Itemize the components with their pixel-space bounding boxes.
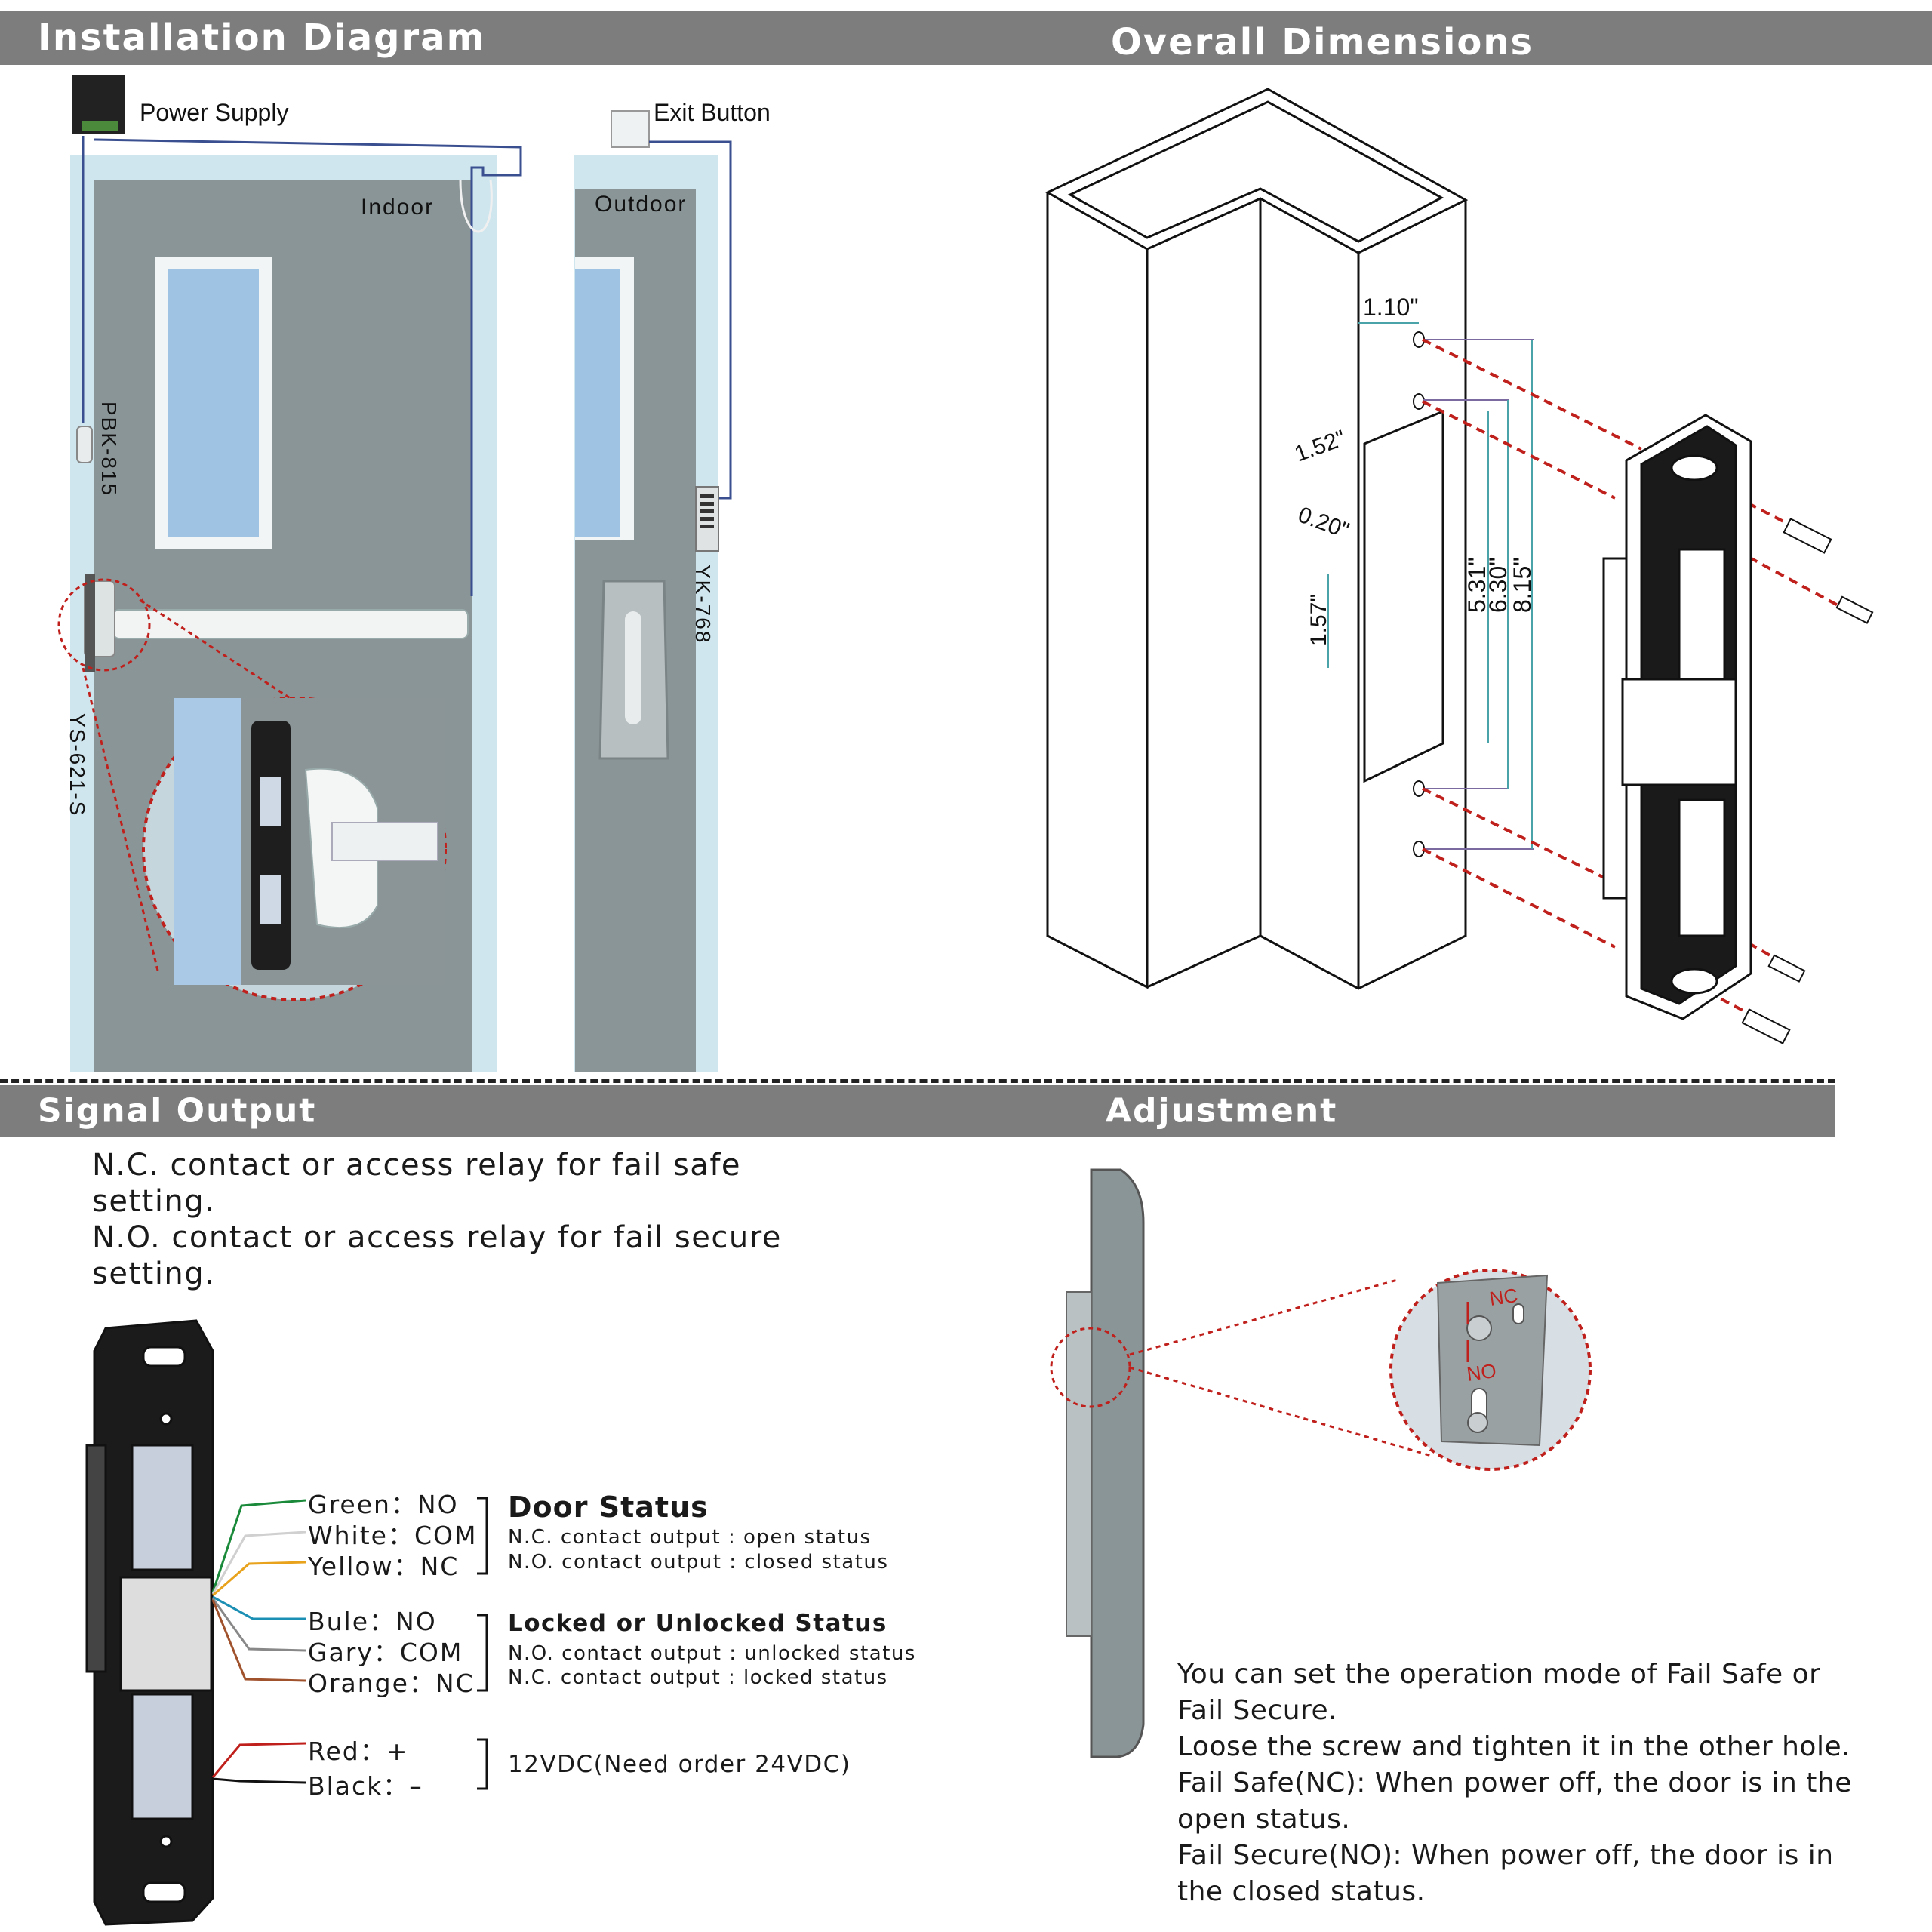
power-bracket: [477, 1738, 488, 1790]
strike-keeper: [1621, 678, 1737, 786]
door-status-title: Door Status: [508, 1491, 709, 1524]
door-status-bracket: [477, 1497, 488, 1575]
screw-icon: [1767, 954, 1806, 983]
wire-orange-label: Orange：NC: [308, 1669, 475, 1698]
indoor-label: Indoor: [361, 195, 434, 220]
screw-lower-icon: [1467, 1412, 1488, 1433]
power-supply-label: Power Supply: [140, 99, 288, 126]
signal-output-title: Signal Output: [38, 1091, 317, 1131]
header-bar-top: Installation Diagram Overall Dimensions: [0, 11, 1932, 65]
header-bar-bottom: Signal Output Adjustment: [0, 1085, 1835, 1137]
strike-keeper-front: [119, 1576, 213, 1692]
dim-8-15: 8.15": [1509, 557, 1536, 613]
screw-icon: [1835, 595, 1874, 624]
adjustment-strike-side: [1090, 1168, 1145, 1758]
no-label: NO: [1466, 1359, 1498, 1386]
wire-green-label: Green：NO: [308, 1490, 459, 1519]
lock-status-bracket: [477, 1614, 488, 1692]
outdoor-handle-grip: [625, 611, 641, 724]
dim-1-10: 1.10": [1363, 294, 1419, 321]
door-status-line-1: N.C. contact output : open status: [508, 1526, 872, 1549]
lock-status-line-1: N.O. contact output : unlocked status: [508, 1642, 916, 1665]
outdoor-window-glass: [575, 269, 620, 537]
exit-button-label: Exit Button: [654, 99, 771, 126]
pbk-815-device: [76, 426, 93, 463]
strike-lower-panel: [131, 1693, 194, 1820]
yk-768-label: YK-768: [691, 565, 715, 644]
indoor-window-glass: [168, 269, 259, 537]
strike-on-frame: [85, 574, 95, 672]
nc-label: NC: [1488, 1284, 1519, 1310]
signal-wiring-diagram: [85, 1319, 488, 1926]
adjustment-note: You can set the operation mode of Fail S…: [1177, 1659, 1852, 1907]
wire-gray-label: Gary：COM: [308, 1638, 463, 1667]
wire-power-to-bar: [94, 138, 522, 596]
strike-cutout: [1363, 409, 1444, 783]
lock-status-line-2: N.C. contact output : locked status: [508, 1666, 888, 1689]
screw-icon: [1741, 1008, 1791, 1044]
pbk-815-label: PBK-815: [97, 401, 121, 497]
wire-yellow-label: Yellow：NC: [308, 1552, 460, 1581]
section-divider: [0, 1079, 1835, 1083]
adjustment-faceplate: [1066, 1291, 1092, 1637]
power-label: 12VDC(Need order 24VDC): [508, 1751, 851, 1778]
wire-black-label: Black：–: [308, 1771, 423, 1801]
overall-dimensions-title: Overall Dimensions: [1111, 20, 1534, 63]
lock-status-title: Locked or Unlocked Status: [508, 1610, 888, 1637]
dimensions-diagram: 1.10" 1.52" 0.20" 1.57" 5.31" 6.30" 8.15…: [1044, 88, 1874, 1044]
outdoor-label: Outdoor: [595, 192, 687, 217]
installation-diagram: Power Supply Exit Button Indoor Outdoor …: [57, 75, 771, 1072]
detail-source-circle: [57, 578, 151, 672]
door-loop-cable: [459, 179, 493, 233]
screw-upper-icon: [1466, 1315, 1492, 1341]
exit-button-device: [611, 110, 650, 148]
ys-621-s-label: YS-621-S: [66, 713, 89, 817]
dim-1-57: 1.57": [1306, 594, 1331, 646]
adjustment-title: Adjustment: [1106, 1091, 1338, 1131]
wire-white-label: White：COM: [308, 1521, 478, 1550]
dim-6-30: 6.30": [1484, 557, 1512, 613]
wire-red-label: Red：+: [308, 1737, 409, 1766]
door-status-line-2: N.O. contact output : closed status: [508, 1551, 889, 1574]
power-supply-terminal: [82, 121, 118, 131]
dim-5-31: 5.31": [1463, 557, 1491, 613]
installation-diagram-title: Installation Diagram: [38, 17, 486, 59]
wire-exit-to-keypad: [649, 140, 732, 500]
frame-left-face: [1046, 192, 1149, 989]
strike-upper-panel: [131, 1444, 194, 1571]
wire-blue-label: Bule：NO: [308, 1607, 437, 1636]
screw-icon: [1783, 518, 1832, 554]
frame-right-face: [1260, 200, 1467, 990]
signal-output-note: N.C. contact or access relay for fail sa…: [92, 1148, 782, 1291]
